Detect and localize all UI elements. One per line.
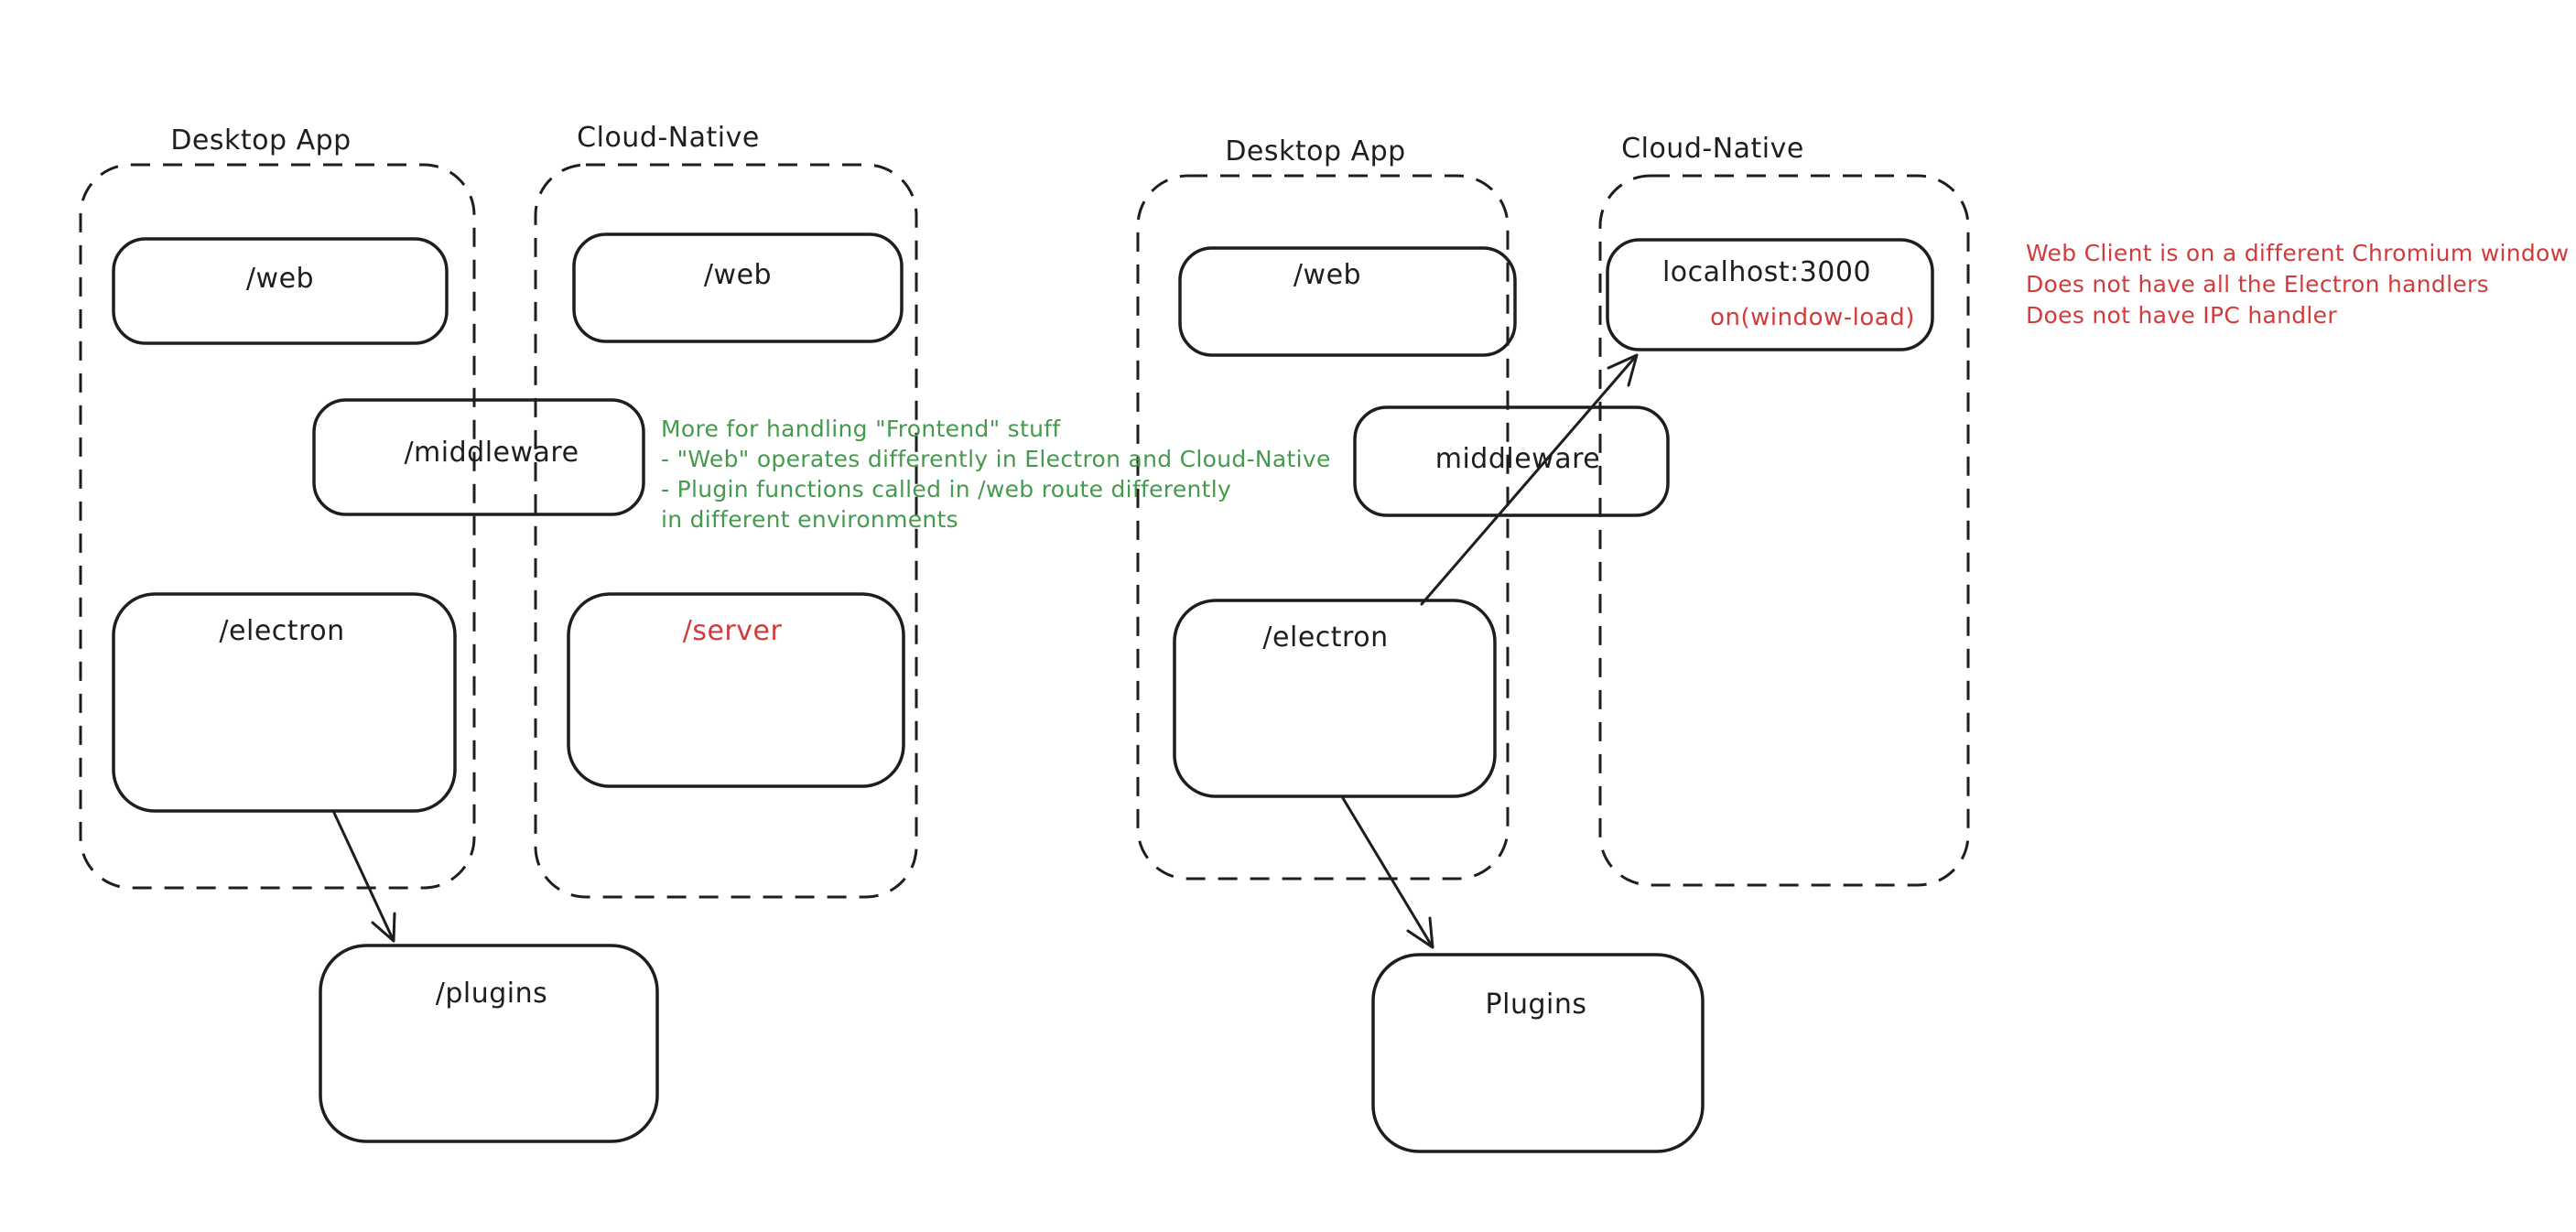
red-note-line-2: Does not have all the Electron handlers <box>2026 271 2489 297</box>
box-label-electron-right: /electron <box>1262 621 1389 654</box>
box-label-middleware-left: /middleware <box>404 437 579 469</box>
arrow-electron-to-localhost-right <box>1420 353 1639 606</box>
group-label-cloud-native-left: Cloud-Native <box>577 122 760 154</box>
box-localhost-3000 <box>1606 238 1934 351</box>
box-middleware-right <box>1353 405 1670 517</box>
box-label-web-cloud-left: /web <box>703 259 773 291</box>
box-electron-right <box>1173 599 1497 798</box>
green-note-line-3: - Plugin functions called in /web route … <box>661 476 1232 503</box>
green-note: More for handling "Frontend" stuff - "We… <box>661 414 1331 535</box>
box-label-web-desktop-left: /web <box>245 263 315 295</box>
group-desktop-app-right <box>1136 174 1510 881</box>
box-web-cloud-left <box>572 232 904 343</box>
group-label-desktop-app-right: Desktop App <box>1225 135 1406 168</box>
box-label-electron-left: /electron <box>219 615 345 647</box>
box-plugins-right <box>1371 953 1705 1153</box>
green-note-line-2: - "Web" operates differently in Electron… <box>661 446 1331 472</box>
group-cloud-native-left <box>534 163 918 899</box>
box-middleware-left <box>312 398 645 516</box>
box-label-localhost-title: localhost:3000 <box>1661 256 1872 288</box>
group-label-desktop-app-left: Desktop App <box>170 124 352 157</box>
green-note-line-4: in different environments <box>661 506 958 533</box>
arrow-electron-to-plugins-right <box>1341 796 1434 949</box>
green-note-line-1: More for handling "Frontend" stuff <box>661 416 1061 442</box>
box-label-plugins-left: /plugins <box>435 978 548 1010</box>
box-web-desktop-right <box>1178 246 1517 357</box>
group-label-cloud-native-right: Cloud-Native <box>1621 133 1804 165</box>
red-note-line-1: Web Client is on a different Chromium wi… <box>2026 240 2570 266</box>
arrow-electron-to-plugins-left <box>332 811 396 943</box>
red-note-line-3: Does not have IPC handler <box>2026 302 2337 329</box>
box-electron-left <box>112 592 457 813</box>
red-note: Web Client is on a different Chromium wi… <box>2026 238 2569 331</box>
box-server-left <box>567 592 905 788</box>
box-plugins-left <box>319 944 659 1143</box>
box-label-plugins-right: Plugins <box>1485 989 1587 1021</box>
box-label-web-desktop-right: /web <box>1293 259 1362 291</box>
box-label-middleware-right: middleware <box>1434 443 1601 475</box>
group-desktop-app-left <box>79 163 476 890</box>
box-web-desktop-left <box>112 237 449 345</box>
group-cloud-native-right <box>1598 174 1970 887</box>
box-label-server-left: /server <box>682 615 783 647</box>
box-label-localhost-event: on(window-load) <box>1710 304 1915 331</box>
